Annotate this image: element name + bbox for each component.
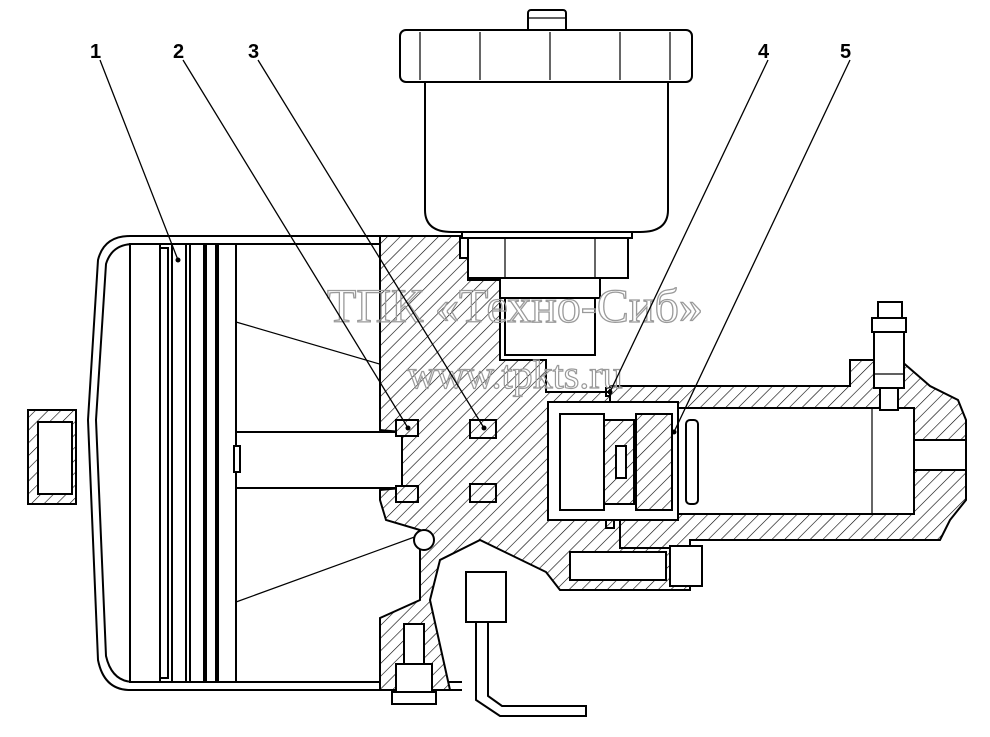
callout-leader-3 — [257, 59, 485, 429]
bleeder-valve — [871, 301, 907, 411]
callout-leader-2 — [182, 59, 409, 429]
callout-label-3: 3 — [248, 41, 259, 63]
callout-dot-1 — [175, 257, 181, 263]
mounting-bolt — [391, 623, 437, 705]
watermark-line-2: www.tpkts.ru — [407, 352, 622, 397]
callouts: 1 2 3 4 5 — [90, 41, 851, 435]
callout-leader-1 — [99, 59, 179, 261]
callout-label-2: 2 — [173, 41, 184, 63]
callout-label-4: 4 — [758, 41, 770, 63]
callout-dot-5 — [671, 429, 677, 435]
master-cylinder — [547, 359, 967, 587]
callout-dot-3 — [481, 425, 487, 431]
callout-dot-2 — [405, 425, 411, 431]
watermark-line-1: ТПК «Техно-Сиб» — [327, 280, 703, 333]
callout-label-5: 5 — [840, 41, 851, 63]
callout-label-1: 1 — [90, 41, 101, 63]
booster-housing — [27, 235, 462, 691]
piston — [129, 243, 421, 683]
callout-leader-4 — [609, 59, 769, 393]
callout-leader-5 — [673, 59, 851, 433]
watermark: ТПК «Техно-Сиб» www.tpkts.ru — [326, 279, 703, 397]
callout-dot-4 — [607, 389, 613, 395]
